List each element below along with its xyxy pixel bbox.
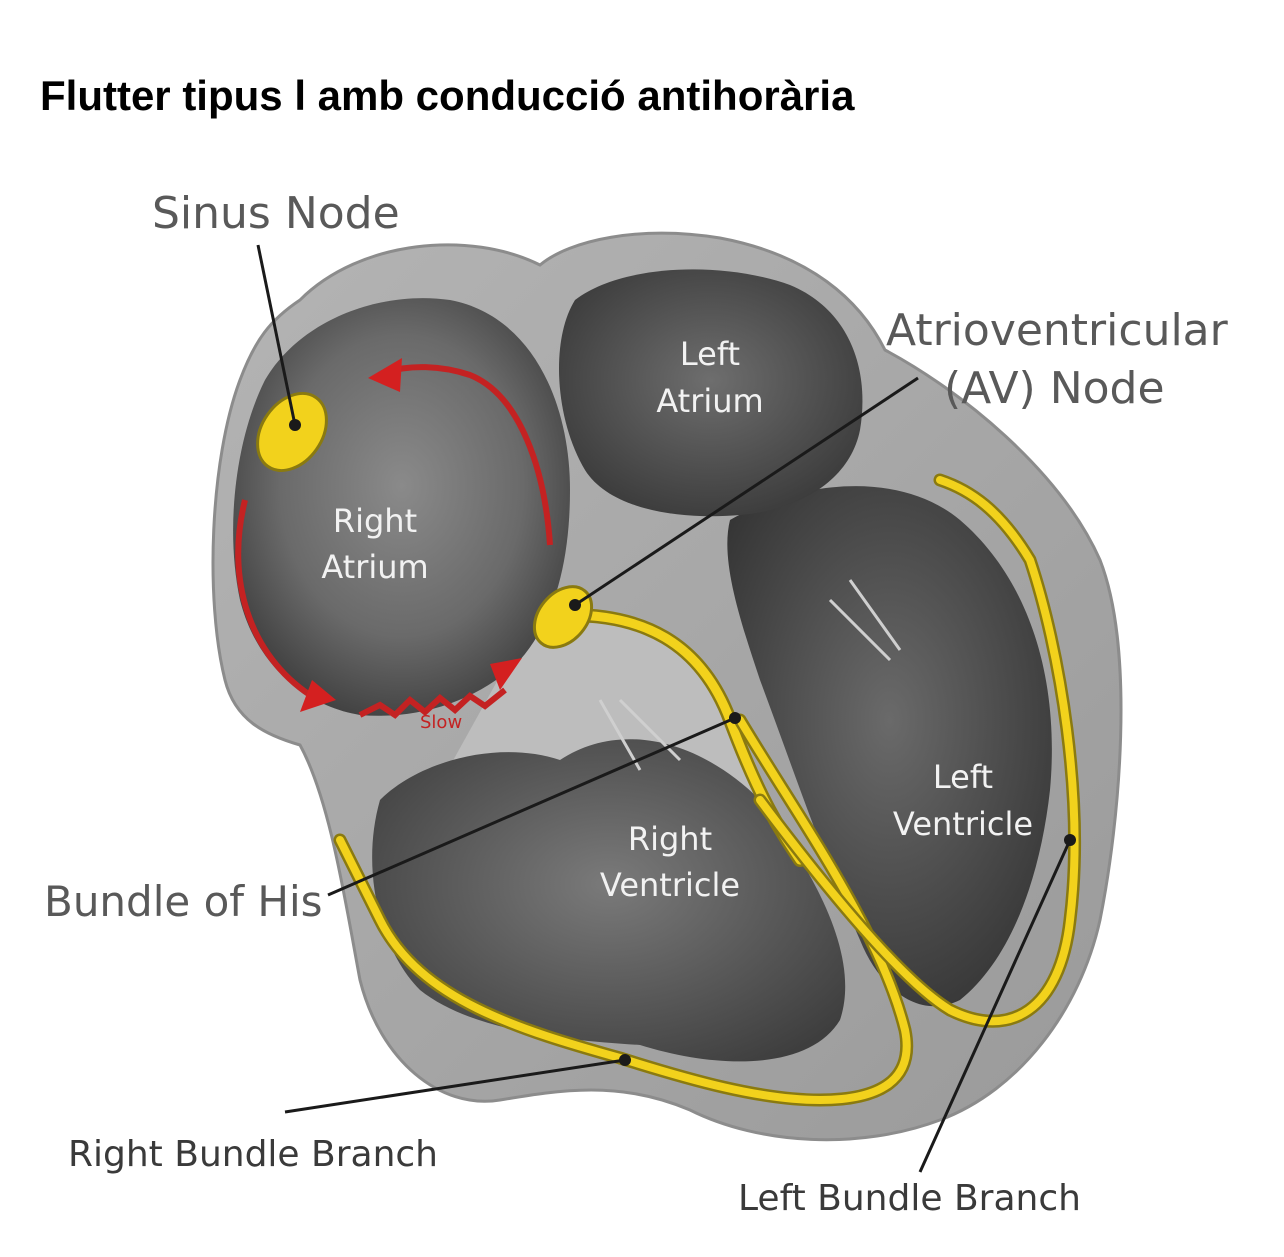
reentry-arrowhead-left	[300, 680, 336, 712]
reentry-arrow-top	[384, 364, 553, 546]
left-atrium-label-2: Atrium	[656, 382, 763, 420]
valve-lines	[598, 579, 902, 771]
left-bundle-branch-label: Left Bundle Branch	[738, 1178, 1081, 1219]
left-ventricle-label-2: Ventricle	[893, 805, 1033, 843]
av-node-label-2: (AV) Node	[944, 363, 1165, 414]
reentry-arrow-left	[235, 499, 312, 698]
slow-label: Slow	[420, 712, 462, 733]
leader-lines	[256, 244, 1072, 1173]
right-ventricle-label-2: Ventricle	[600, 866, 740, 904]
page-title: Flutter tipus l amb conducció antihoràri…	[40, 72, 855, 119]
leader-dots	[289, 419, 1076, 1066]
left-atrium-label-1: Left	[680, 335, 740, 373]
sinus-node-label: Sinus Node	[152, 188, 400, 239]
av-node-label-1: Atrioventricular	[886, 305, 1229, 356]
reentry-arrow-bottom-slow	[358, 687, 507, 719]
leader-left-bundle-branch	[918, 839, 1072, 1173]
reentry-arrowhead-top	[368, 358, 402, 392]
leader-right-bundle-branch	[284, 1058, 626, 1114]
left-atrium-chamber	[558, 269, 863, 517]
reentry-circuit	[235, 364, 553, 719]
left-ventricle-chamber	[727, 486, 1052, 1007]
right-ventricle-chamber	[372, 739, 846, 1062]
left-ventricle-label-1: Left	[933, 758, 993, 796]
bundle-of-his-label: Bundle of His	[44, 877, 323, 926]
right-atrium-label-1: Right	[333, 502, 417, 540]
sinus-node	[256, 392, 328, 472]
leader-sinus-node	[256, 244, 297, 426]
leader-av-node	[574, 376, 919, 607]
leader-bundle-of-his	[327, 716, 736, 897]
right-ventricle-label-1: Right	[628, 820, 712, 858]
reentry-arrowhead-bottom	[490, 658, 522, 690]
right-bundle-branch-label: Right Bundle Branch	[68, 1134, 438, 1175]
right-atrium-label-2: Atrium	[321, 548, 428, 586]
